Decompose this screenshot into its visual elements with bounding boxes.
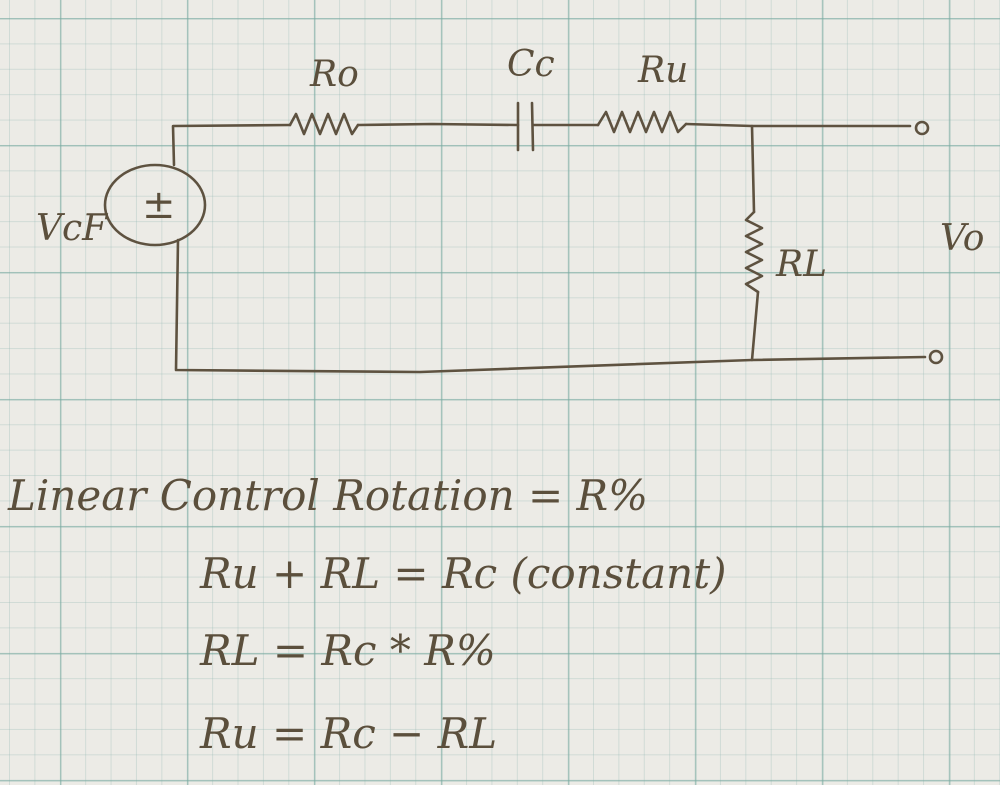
wire-rl-top xyxy=(750,124,756,214)
resistor-rl xyxy=(744,210,764,294)
source-sign-icon: ± xyxy=(142,182,176,228)
capacitor-cc xyxy=(516,101,535,152)
wire-rl-bottom xyxy=(750,290,760,362)
label-v-cf: VcF xyxy=(36,208,109,249)
equation-line-1: Linear Control Rotation = R% xyxy=(7,471,648,520)
label-v-o: Vo xyxy=(940,218,984,259)
label-cc: Cc xyxy=(507,44,555,85)
equation-line-2: Ru + RL = Rc (constant) xyxy=(199,549,727,598)
wire-top-right xyxy=(684,122,912,128)
label-rl: RL xyxy=(775,244,827,285)
label-ru: Ru xyxy=(637,50,688,91)
equation-line-4: Ru = Rc − RL xyxy=(199,709,497,758)
wire-bottom xyxy=(174,238,927,374)
equation-line-3: RL = Rc * R% xyxy=(199,626,496,675)
wire-top-left xyxy=(171,123,292,167)
wire-ro-cc xyxy=(356,122,520,127)
output-terminal-top xyxy=(914,120,930,136)
label-ro: Ro xyxy=(309,54,359,95)
output-terminal-bottom xyxy=(928,349,944,365)
resistor-ro xyxy=(288,112,360,136)
resistor-ru xyxy=(596,110,688,134)
voltage-source-circle xyxy=(103,163,207,247)
